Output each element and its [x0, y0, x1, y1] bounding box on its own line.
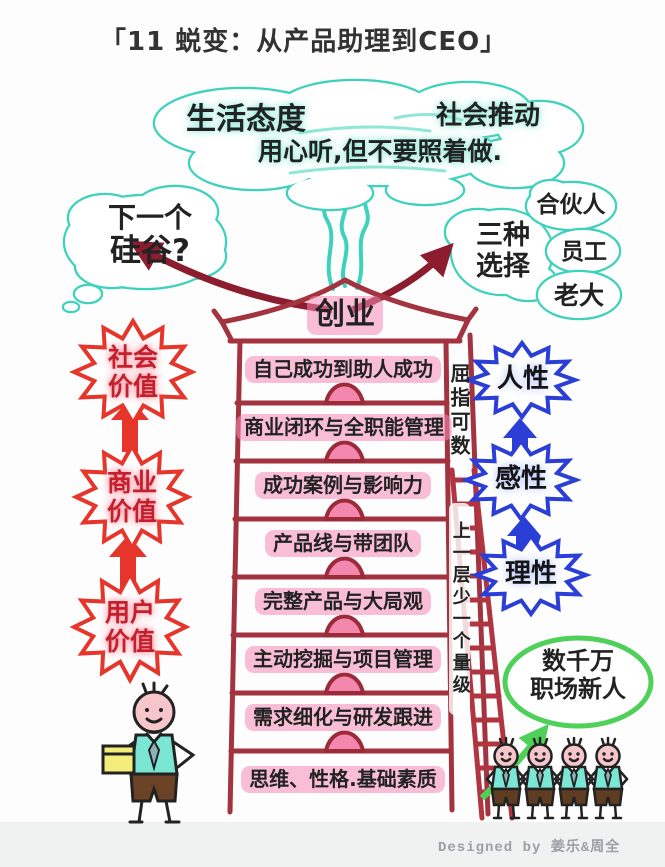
tower-note-magnitude: 上一层少一个量级	[449, 503, 471, 715]
small-person-group	[485, 736, 629, 820]
newcomers-circle	[502, 635, 654, 729]
small-person-1	[485, 736, 527, 820]
burst-label-rationality: 理性	[504, 559, 557, 589]
burst-label-sensibility: 感性	[494, 464, 547, 494]
silicon-valley-line1: 下一个	[107, 201, 192, 234]
bottom-strip	[0, 822, 665, 867]
footer-credit: Designed by 姜乐&周全	[438, 840, 621, 856]
tower-level-2: 商业闭环与全职能管理	[236, 414, 452, 441]
burst-label-human-nature: 人性	[496, 364, 549, 394]
choice-boss: 老大	[553, 281, 604, 310]
cloud-label-listen-advice: 用心听,但不要照着做.	[258, 137, 502, 166]
tower-roof	[211, 277, 479, 344]
tower-level-5: 完整产品与大局观	[236, 588, 450, 615]
page-title: 「11 蜕变：从产品助理到CEO」	[100, 27, 508, 57]
star-label-social-value: 社会 价值	[107, 343, 158, 401]
cloud-label-social-push: 社会推动	[435, 101, 540, 131]
big-person-figure	[101, 681, 196, 824]
tower-level-1: 自己成功到助人成功	[236, 356, 450, 383]
tower-level-6: 主动挖掘与项目管理	[236, 646, 450, 673]
tower-level-3: 成功案例与影响力	[236, 472, 450, 499]
choice-employee: 员工	[561, 239, 607, 265]
three-choices-line2: 选择	[476, 251, 530, 283]
small-person-4	[587, 736, 629, 820]
tower-level-8: 思维、性格.基础素质	[236, 766, 450, 793]
folder-icon	[101, 744, 136, 775]
pagoda-tower	[211, 277, 491, 817]
cloud-label-life-attitude: 生活态度	[186, 102, 306, 137]
newcomers-label: 数千万 职场新人	[530, 647, 626, 703]
three-choices-line1: 三种	[476, 220, 530, 251]
block-arrow-red-bottom	[109, 535, 147, 588]
star-label-user-value: 用户 价值	[104, 598, 155, 656]
bubble-text-three-choices: 三种 选择	[455, 220, 551, 282]
small-person-3	[553, 736, 595, 820]
silicon-valley-line2: 硅谷?	[110, 233, 190, 270]
star-label-business-value: 商业 价值	[106, 468, 157, 526]
tower-top-label: 创业	[293, 296, 397, 335]
bubble-text-silicon-valley: 下一个 硅谷?	[80, 201, 220, 270]
choice-partner: 合伙人	[536, 192, 606, 218]
tower-note-countable: 屈指可数	[447, 363, 471, 459]
tower-level-4: 产品线与带团队	[236, 530, 450, 557]
cloud-detail-lines	[288, 112, 464, 175]
door-arches	[323, 382, 366, 753]
main-cloud	[155, 81, 582, 209]
tower-level-7: 需求细化与研发跟进	[236, 704, 450, 731]
